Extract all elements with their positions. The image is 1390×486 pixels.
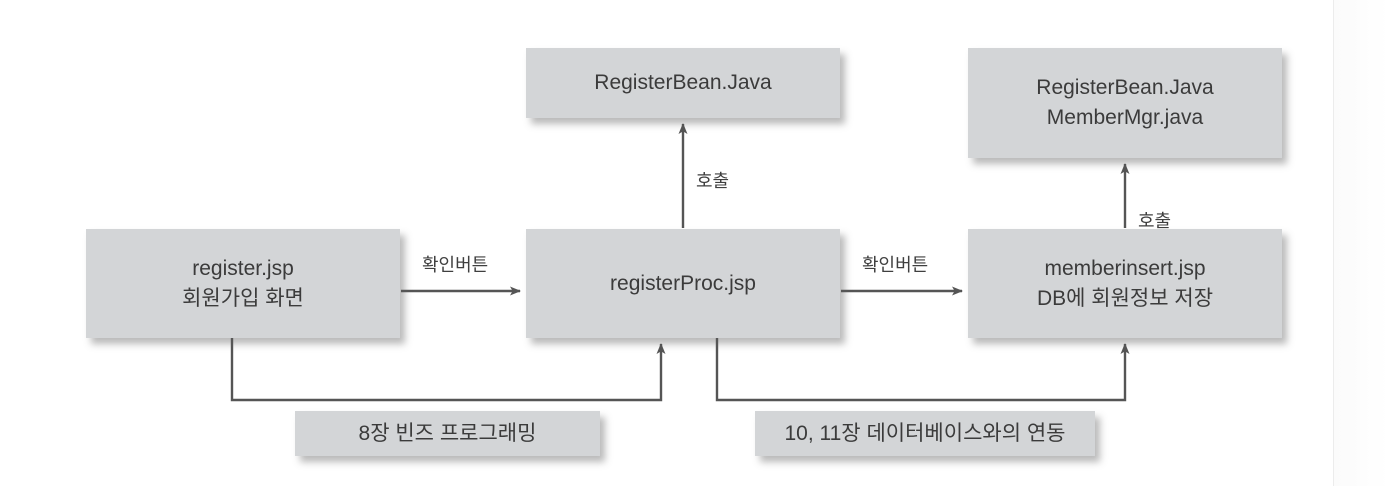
node-memberinsert-jsp-line2: DB에 회원정보 저장 — [1036, 286, 1214, 310]
node-register-proc-jsp[interactable]: registerProc.jsp — [526, 229, 840, 338]
caption-database-chapter-text: 10, 11장 데이터베이스와의 연동 — [784, 421, 1066, 445]
node-bean-and-mgr[interactable]: RegisterBean.Java MemberMgr.java — [968, 48, 1282, 158]
frame-fade — [1334, 0, 1390, 486]
edge-label-memberinsert-to-mgr: 호출 — [1138, 211, 1172, 231]
caption-beans-chapter[interactable]: 8장 빈즈 프로그래밍 — [295, 411, 600, 456]
node-register-jsp-line1: register.jsp — [192, 256, 294, 280]
node-register-proc-jsp-line1: registerProc.jsp — [610, 271, 756, 295]
caption-beans-chapter-text: 8장 빈즈 프로그래밍 — [358, 421, 537, 445]
node-memberinsert-jsp[interactable]: memberinsert.jsp DB에 회원정보 저장 — [968, 229, 1282, 338]
node-bean-and-mgr-line1: RegisterBean.Java — [1036, 76, 1214, 100]
node-register-bean-top-line1: RegisterBean.Java — [594, 71, 772, 95]
edge-label-register-to-proc: 확인버튼 — [422, 255, 489, 275]
node-register-jsp[interactable]: register.jsp 회원가입 화면 — [86, 229, 400, 338]
node-register-bean-top[interactable]: RegisterBean.Java — [526, 48, 840, 118]
frame-divider — [1333, 0, 1334, 486]
node-register-jsp-line2: 회원가입 화면 — [182, 286, 304, 310]
node-memberinsert-jsp-line1: memberinsert.jsp — [1044, 256, 1206, 280]
node-bean-and-mgr-line2: MemberMgr.java — [1046, 106, 1204, 129]
caption-database-chapter[interactable]: 10, 11장 데이터베이스와의 연동 — [755, 411, 1095, 456]
edge-label-proc-to-memberinsert: 확인버튼 — [862, 255, 929, 275]
edge-beans-loop — [230, 338, 666, 402]
edge-label-proc-to-bean: 호출 — [696, 171, 730, 191]
edge-database-loop — [715, 338, 1130, 402]
